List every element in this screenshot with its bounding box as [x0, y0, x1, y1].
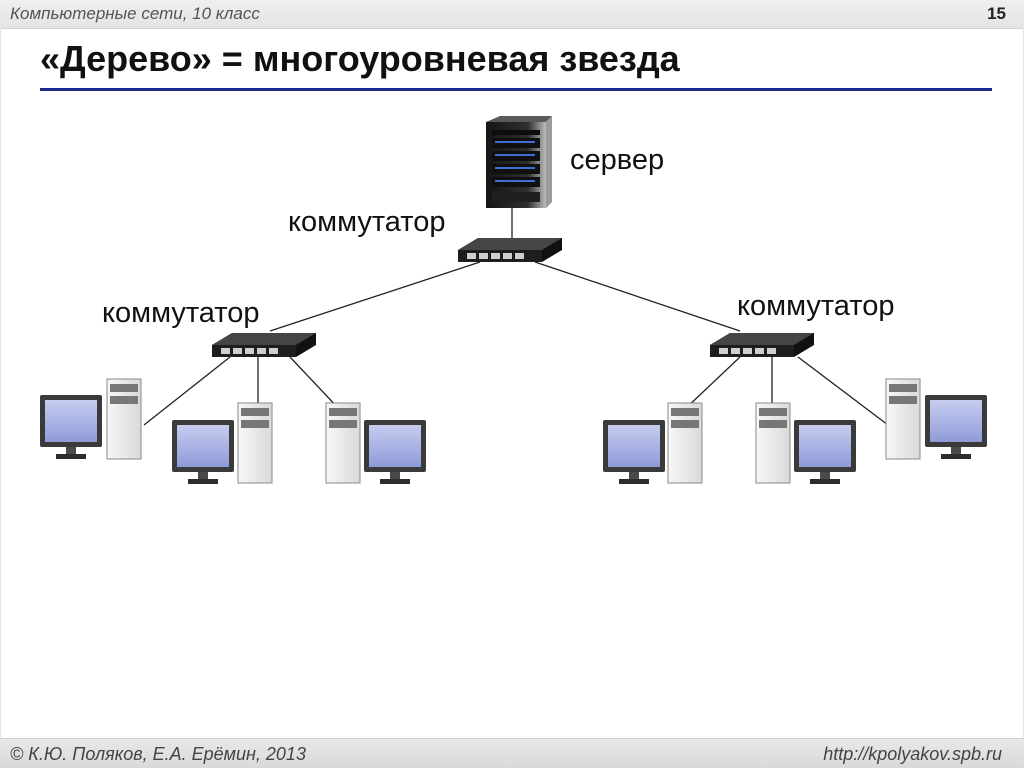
switch-right-label: коммутатор: [737, 290, 895, 322]
slide-title: «Дерево» = многоуровневая звезда: [40, 38, 680, 79]
course-title: Компьютерные сети, 10 класс: [10, 4, 260, 23]
server-label: сервер: [570, 144, 665, 176]
switch-top-label: коммутатор: [288, 206, 446, 238]
computer-icon: [172, 402, 273, 484]
computer-icon: [40, 378, 142, 460]
switch-top-icon: [458, 238, 562, 262]
footer-url: http://kpolyakov.spb.ru: [823, 744, 1002, 764]
computer-icon: [603, 402, 703, 484]
computer-icon: [885, 378, 987, 460]
footer-bar: © К.Ю. Поляков, Е.А. Ерёмин, 2013 http:/…: [0, 738, 1024, 768]
server-icon: [486, 116, 552, 208]
switch-right-icon: [710, 333, 814, 357]
switch-left-icon: [212, 333, 316, 357]
header-bar: Компьютерные сети, 10 класс 15: [0, 0, 1024, 29]
computer-icon: [755, 402, 856, 484]
page-number: 15: [987, 4, 1006, 23]
footer-authors: © К.Ю. Поляков, Е.А. Ерёмин, 2013: [10, 744, 306, 764]
switch-left-label: коммутатор: [102, 297, 260, 329]
left-border: [0, 28, 1, 738]
cables: [143, 205, 889, 426]
computer-icon: [325, 402, 426, 484]
title-underline: [40, 88, 992, 91]
